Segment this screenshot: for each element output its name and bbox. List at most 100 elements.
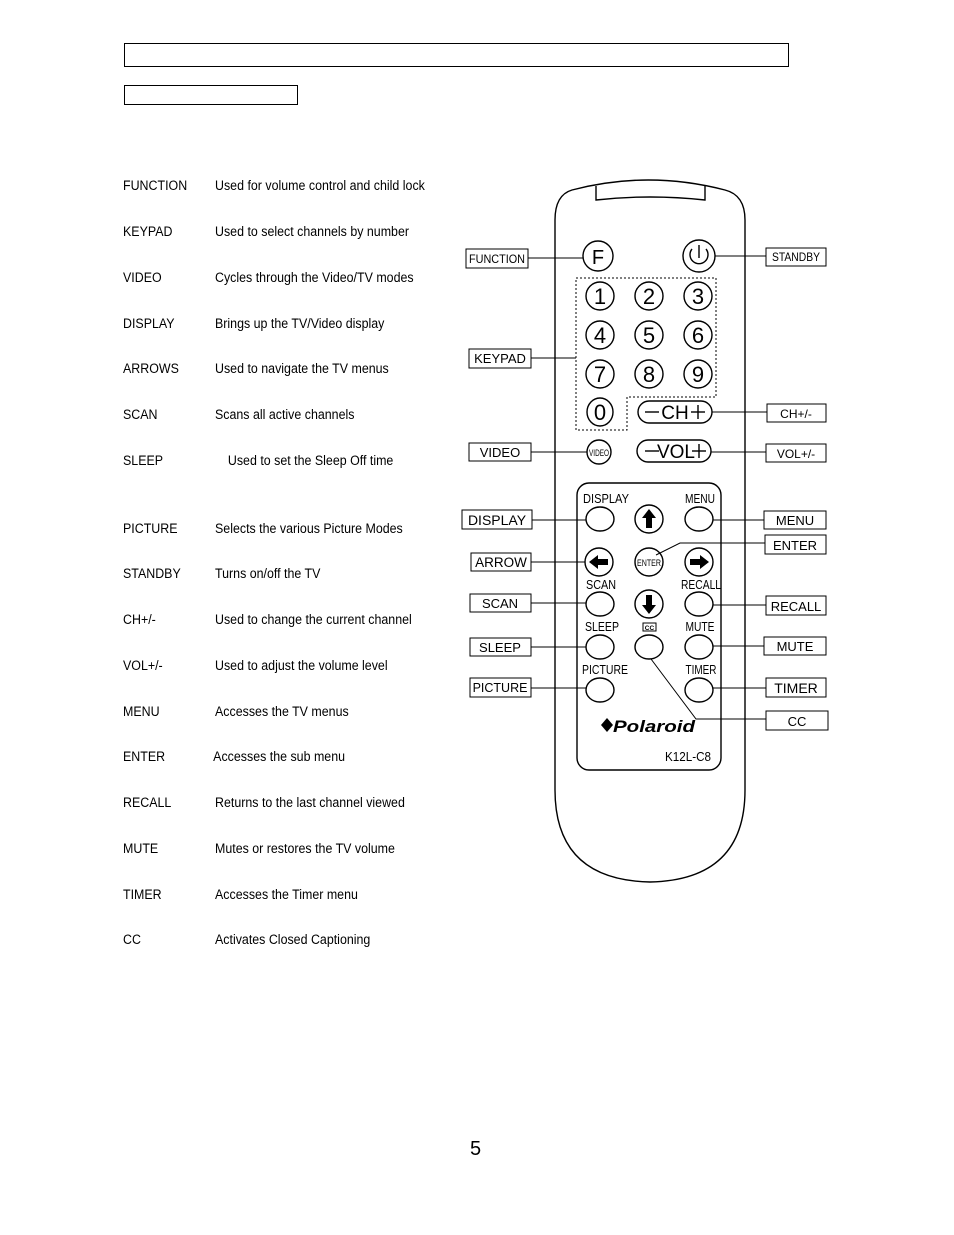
power-icon <box>689 248 709 265</box>
up-arrow-icon <box>642 509 656 528</box>
enter-button[interactable] <box>634 547 664 577</box>
function-description: Used to set the Sleep Off time <box>227 453 394 468</box>
digit-label: 4 <box>594 323 606 348</box>
function-description: Returns to the last channel viewed <box>215 795 405 810</box>
mute-button[interactable] <box>684 634 714 660</box>
callout-ch <box>766 403 827 423</box>
digit-label: 3 <box>692 284 704 309</box>
callout-recall <box>765 595 827 616</box>
menu-button[interactable] <box>684 506 714 532</box>
callout-display <box>461 509 533 530</box>
digit-label: 8 <box>643 362 655 387</box>
cc-button[interactable] <box>634 634 664 660</box>
function-key-name: VIDEO <box>123 270 162 285</box>
header-subtitle-box <box>124 85 298 105</box>
cc-icon <box>642 622 657 632</box>
callout-timer <box>765 677 827 698</box>
callout-label: FUNCTION <box>469 252 525 266</box>
picture-button[interactable] <box>585 677 615 703</box>
digit-label: 9 <box>692 362 704 387</box>
digit-label: 7 <box>594 362 606 387</box>
function-key-name: TIMER <box>123 887 162 902</box>
volume-rocker-label: VOL <box>657 442 695 463</box>
down-arrow-button[interactable] <box>634 589 664 619</box>
function-description: Accesses the sub menu <box>213 749 346 764</box>
function-description: Accesses the TV menus <box>215 704 349 719</box>
function-description: Accesses the Timer menu <box>215 887 358 902</box>
timer-label: TIMER <box>686 662 717 677</box>
display-label: DISPLAY <box>583 491 629 506</box>
callout-video <box>468 442 532 462</box>
sleep-label: SLEEP <box>585 619 619 634</box>
digit-label: 1 <box>594 284 606 309</box>
callout-label: MUTE <box>777 639 814 654</box>
callout-cc <box>765 710 829 731</box>
up-arrow-button[interactable] <box>634 504 664 534</box>
remote-body <box>554 179 746 883</box>
function-key-name: STANDBY <box>123 566 181 581</box>
ir-window <box>595 186 706 201</box>
cc-button-label: CC <box>645 625 655 632</box>
digit-button-1[interactable] <box>585 281 615 311</box>
brand-logo-text: Polaroid <box>613 717 696 736</box>
callout-label: CC <box>788 714 807 729</box>
function-description: Cycles through the Video/TV modes <box>215 270 414 285</box>
callout-label: ARROW <box>475 555 527 570</box>
callout-arrow <box>470 552 532 572</box>
function-key-name: PICTURE <box>123 521 178 536</box>
left-arrow-icon <box>589 555 608 569</box>
digit-button-8[interactable] <box>634 359 664 389</box>
function-description: Selects the various Picture Modes <box>215 521 403 536</box>
digit-button-9[interactable] <box>683 359 713 389</box>
scan-button[interactable] <box>585 591 615 617</box>
digit-label: 2 <box>643 284 655 309</box>
channel-rocker-label: CH <box>661 403 688 424</box>
callout-label: MENU <box>776 513 814 528</box>
right-arrow-icon <box>690 555 709 569</box>
function-key-name: ENTER <box>123 749 166 764</box>
digit-button-4[interactable] <box>585 320 615 350</box>
callout-label: SLEEP <box>479 640 521 655</box>
enter-button-label: ENTER <box>637 558 661 568</box>
polaroid-logo: Polaroid <box>601 717 696 736</box>
model-number: K12L-C8 <box>665 749 711 764</box>
recall-button[interactable] <box>684 591 714 617</box>
digit-button-7[interactable] <box>585 359 615 389</box>
digit-button-6[interactable] <box>683 320 713 350</box>
callout-label: KEYPAD <box>474 351 526 366</box>
callout-sleep <box>469 637 532 657</box>
timer-button[interactable] <box>684 677 714 703</box>
digit-button-5[interactable] <box>634 320 664 350</box>
digit-button-2[interactable] <box>634 281 664 311</box>
function-key-name: SLEEP <box>123 453 164 468</box>
function-key-name: ARROWS <box>123 361 179 376</box>
callout-scan <box>469 593 532 613</box>
function-description: Used for volume control and child lock <box>215 178 425 193</box>
volume-rocker[interactable] <box>636 439 712 463</box>
callout-standby <box>765 247 827 267</box>
function-description: Scans all active channels <box>215 407 355 422</box>
callout-label: TIMER <box>774 680 818 696</box>
callout-label: STANDBY <box>772 252 820 264</box>
recall-label: RECALL <box>681 577 721 592</box>
down-arrow-icon <box>642 595 656 614</box>
function-description: Turns on/off the TV <box>215 566 321 581</box>
digit-button-0[interactable] <box>586 397 614 427</box>
function-description: Used to change the current channel <box>215 612 412 627</box>
function-button[interactable] <box>582 240 614 272</box>
callout-menu <box>763 510 827 530</box>
digit-button-3[interactable] <box>683 281 713 311</box>
callout-enter <box>764 534 827 555</box>
callout-keypad <box>468 348 532 369</box>
function-description: Used to adjust the volume level <box>215 658 388 673</box>
sleep-button[interactable] <box>585 634 615 660</box>
callout-label: RECALL <box>771 599 822 614</box>
callout-label: DISPLAY <box>468 512 527 528</box>
picture-label: PICTURE <box>582 662 628 677</box>
callout-label: VIDEO <box>480 445 520 460</box>
display-button[interactable] <box>585 506 615 532</box>
right-arrow-button[interactable] <box>684 547 714 577</box>
function-description: Activates Closed Captioning <box>215 932 371 947</box>
function-key-name: RECALL <box>123 795 172 810</box>
